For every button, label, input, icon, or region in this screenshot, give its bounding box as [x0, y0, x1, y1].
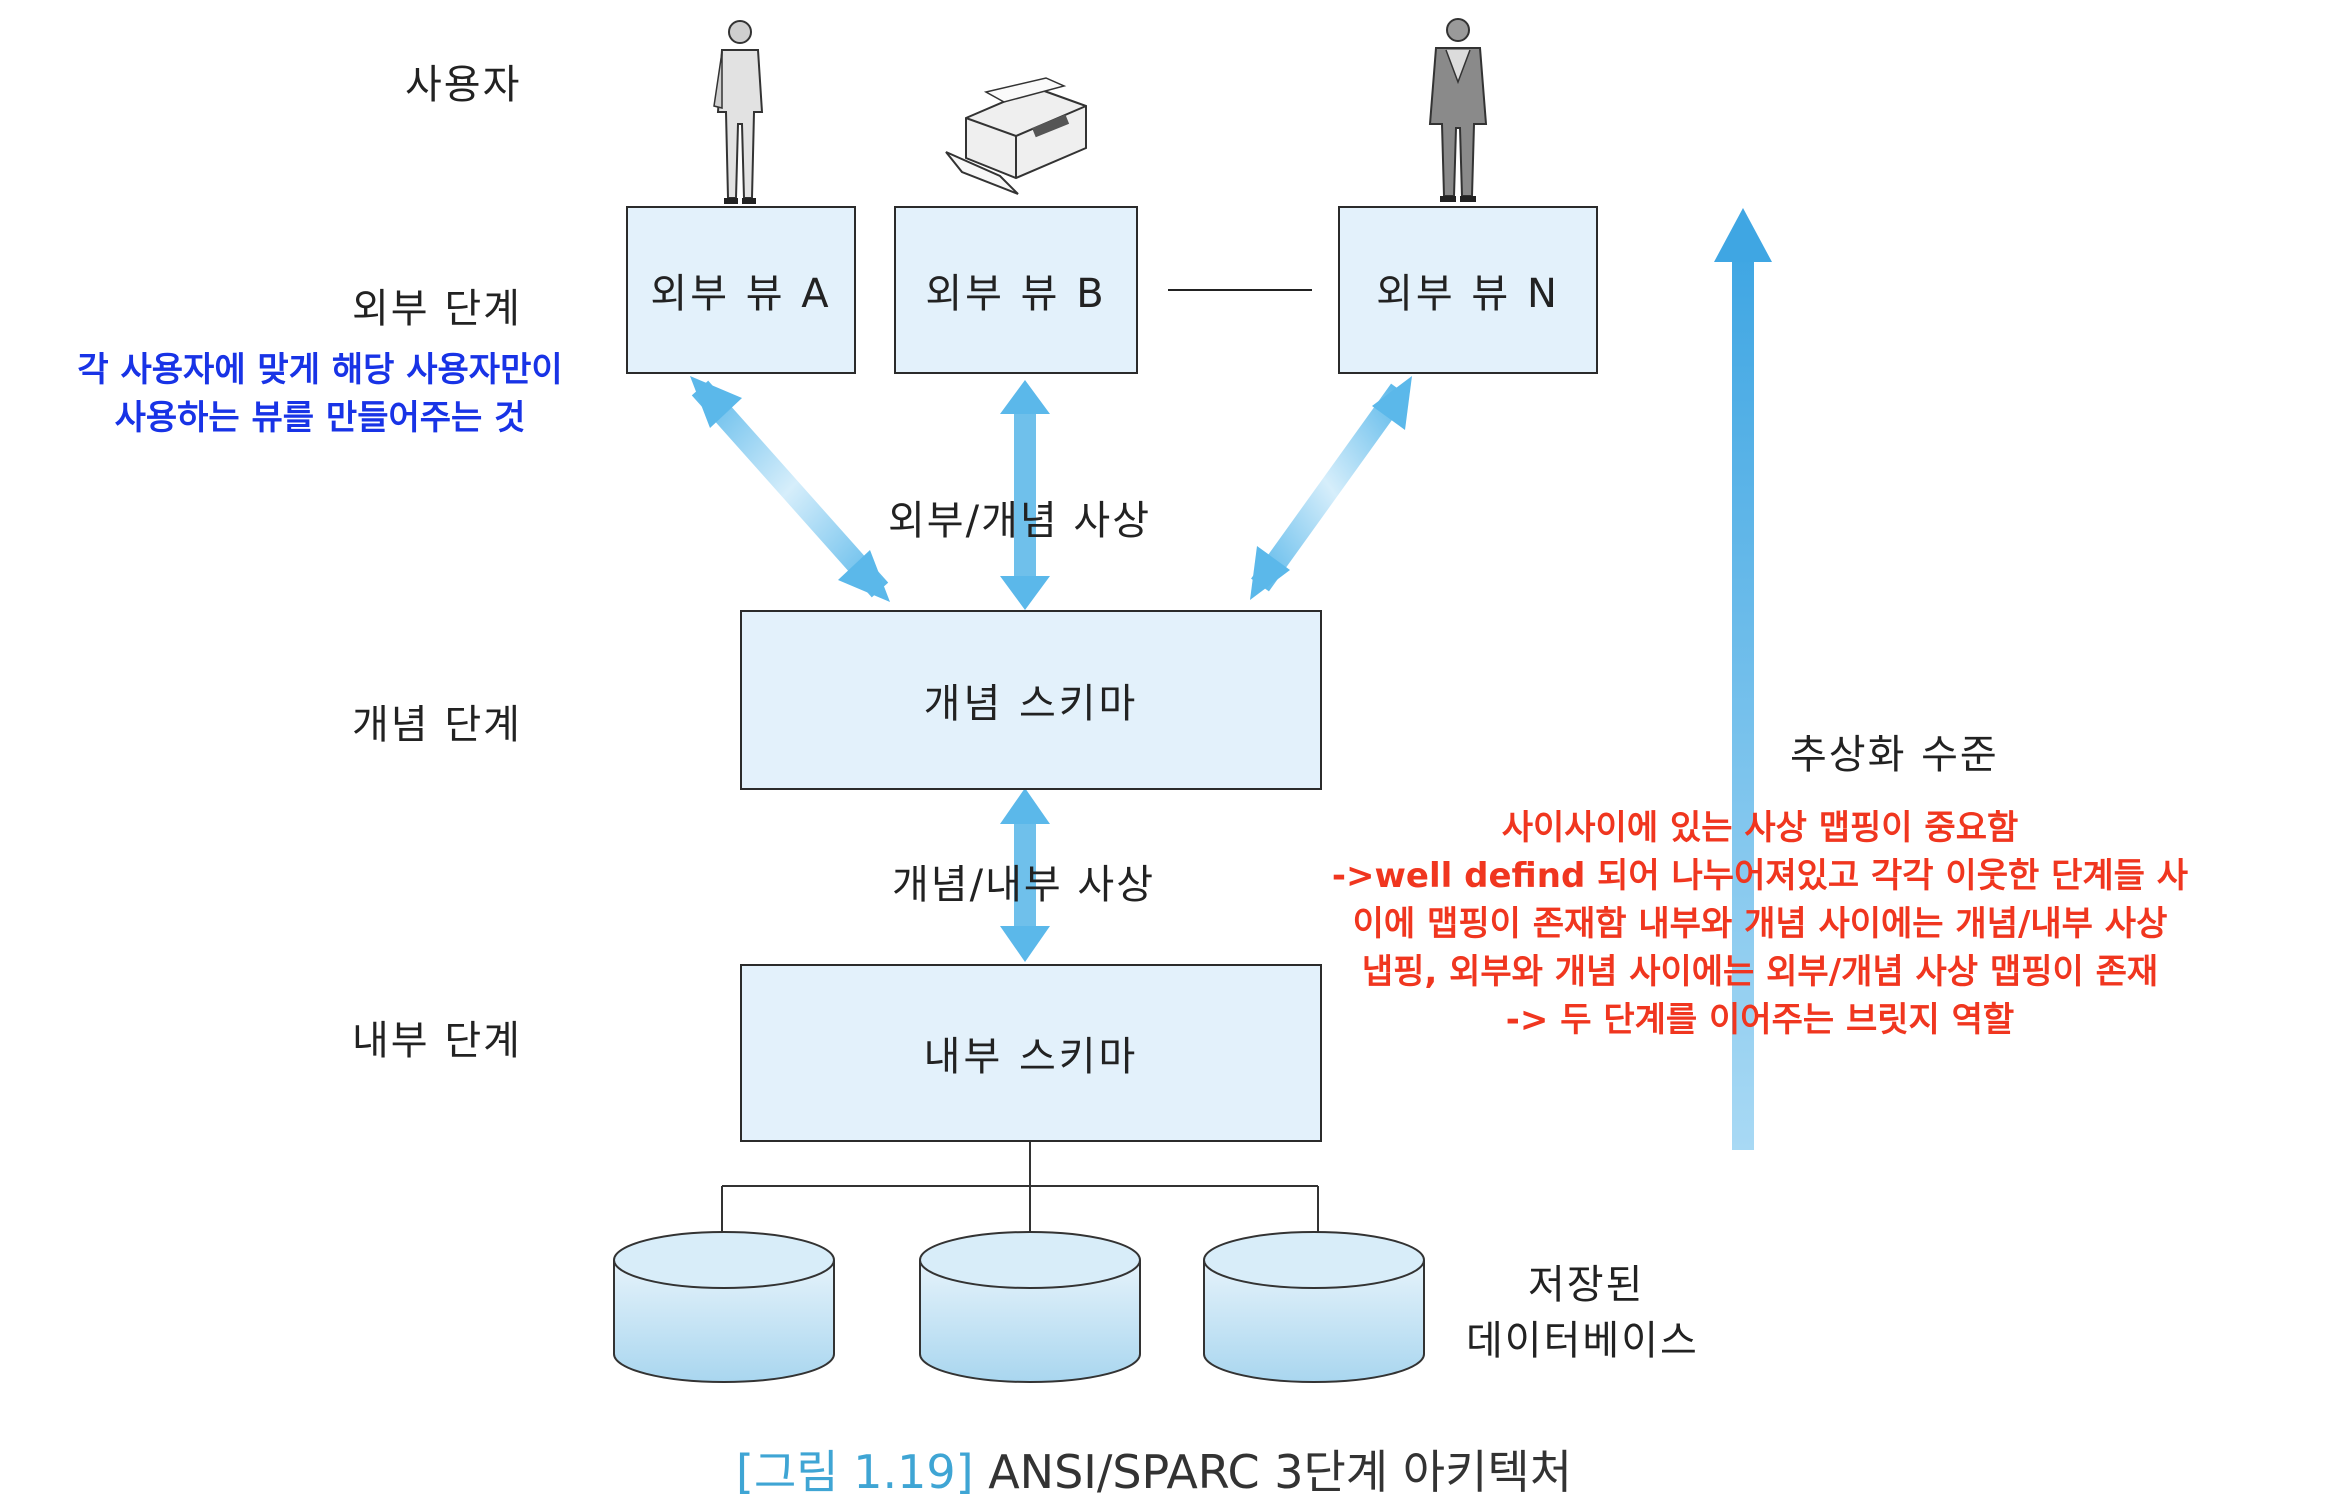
external-view-a: 외부 뷰 A: [626, 206, 856, 374]
printer-icon: [945, 77, 1087, 195]
database-icon: [1203, 1231, 1425, 1383]
red-note-line: 사이사이에 있는 사상 맵핑이 중요함: [1501, 808, 2019, 848]
arrow-conceptual-to-internal: [1000, 788, 1050, 962]
abstraction-arrow: [1714, 208, 1772, 1150]
red-note-line: 냅핑, 외부와 개념 사이에는 외부/개념 사상 맵핑이 존재: [1361, 952, 2159, 992]
arrow-view-b-to-conceptual: [1000, 380, 1050, 610]
database-icon: [613, 1231, 835, 1383]
external-view-n: 외부 뷰 N: [1338, 206, 1598, 374]
red-note: 사이사이에 있는 사상 맵핑이 중요함 ->well defind 되어 나누어…: [1310, 804, 2210, 1044]
level-label-conceptual: 개념 단계: [352, 702, 522, 748]
storage-label-line1: 저장된: [1528, 1262, 1645, 1308]
level-label-internal: 내부 단계: [352, 1018, 522, 1064]
red-note-line: ->well defind 되어 나누어져있고 각각 이웃한 단계들 사: [1331, 856, 2189, 896]
person-icon: [1428, 18, 1488, 202]
database-icon: [919, 1231, 1141, 1383]
level-label-external: 외부 단계: [352, 286, 522, 332]
arrow-view-a-to-conceptual: [690, 376, 890, 602]
abstraction-level-label: 추상화 수준: [1790, 732, 1999, 778]
mapping-label-conceptual-internal: 개념/내부 사상: [892, 862, 1155, 908]
blue-note-line: 각 사용자에 맞게 해당 사용자만이: [77, 350, 563, 390]
arrow-view-n-to-conceptual: [1250, 376, 1412, 600]
external-view-b: 외부 뷰 B: [894, 206, 1138, 374]
mapping-label-external-conceptual: 외부/개념 사상: [888, 498, 1151, 544]
storage-label-line2: 데이터베이스: [1466, 1318, 1699, 1364]
figure-caption: [그림 1.19] ANSI/SPARC 3단계 아키텍처: [736, 1436, 1572, 1502]
caption-figure-number: [그림 1.19]: [736, 1445, 974, 1499]
person-icon: [713, 20, 764, 204]
red-note-line: 이에 맵핑이 존재함 내부와 개념 사이에는 개념/내부 사상: [1352, 904, 2168, 944]
caption-title: ANSI/SPARC 3단계 아키텍처: [988, 1445, 1573, 1499]
level-label-user: 사용자: [405, 62, 522, 108]
red-note-line: -> 두 단계를 이어주는 브릿지 역할: [1505, 1000, 2015, 1040]
blue-note: 각 사용자에 맞게 해당 사용자만이 사용하는 뷰를 만들어주는 것: [40, 346, 600, 442]
blue-note-line: 사용하는 뷰를 만들어주는 것: [114, 398, 526, 438]
conceptual-schema: 개념 스키마: [740, 610, 1322, 790]
storage-connectors: [721, 1142, 1319, 1232]
internal-schema: 내부 스키마: [740, 964, 1322, 1142]
